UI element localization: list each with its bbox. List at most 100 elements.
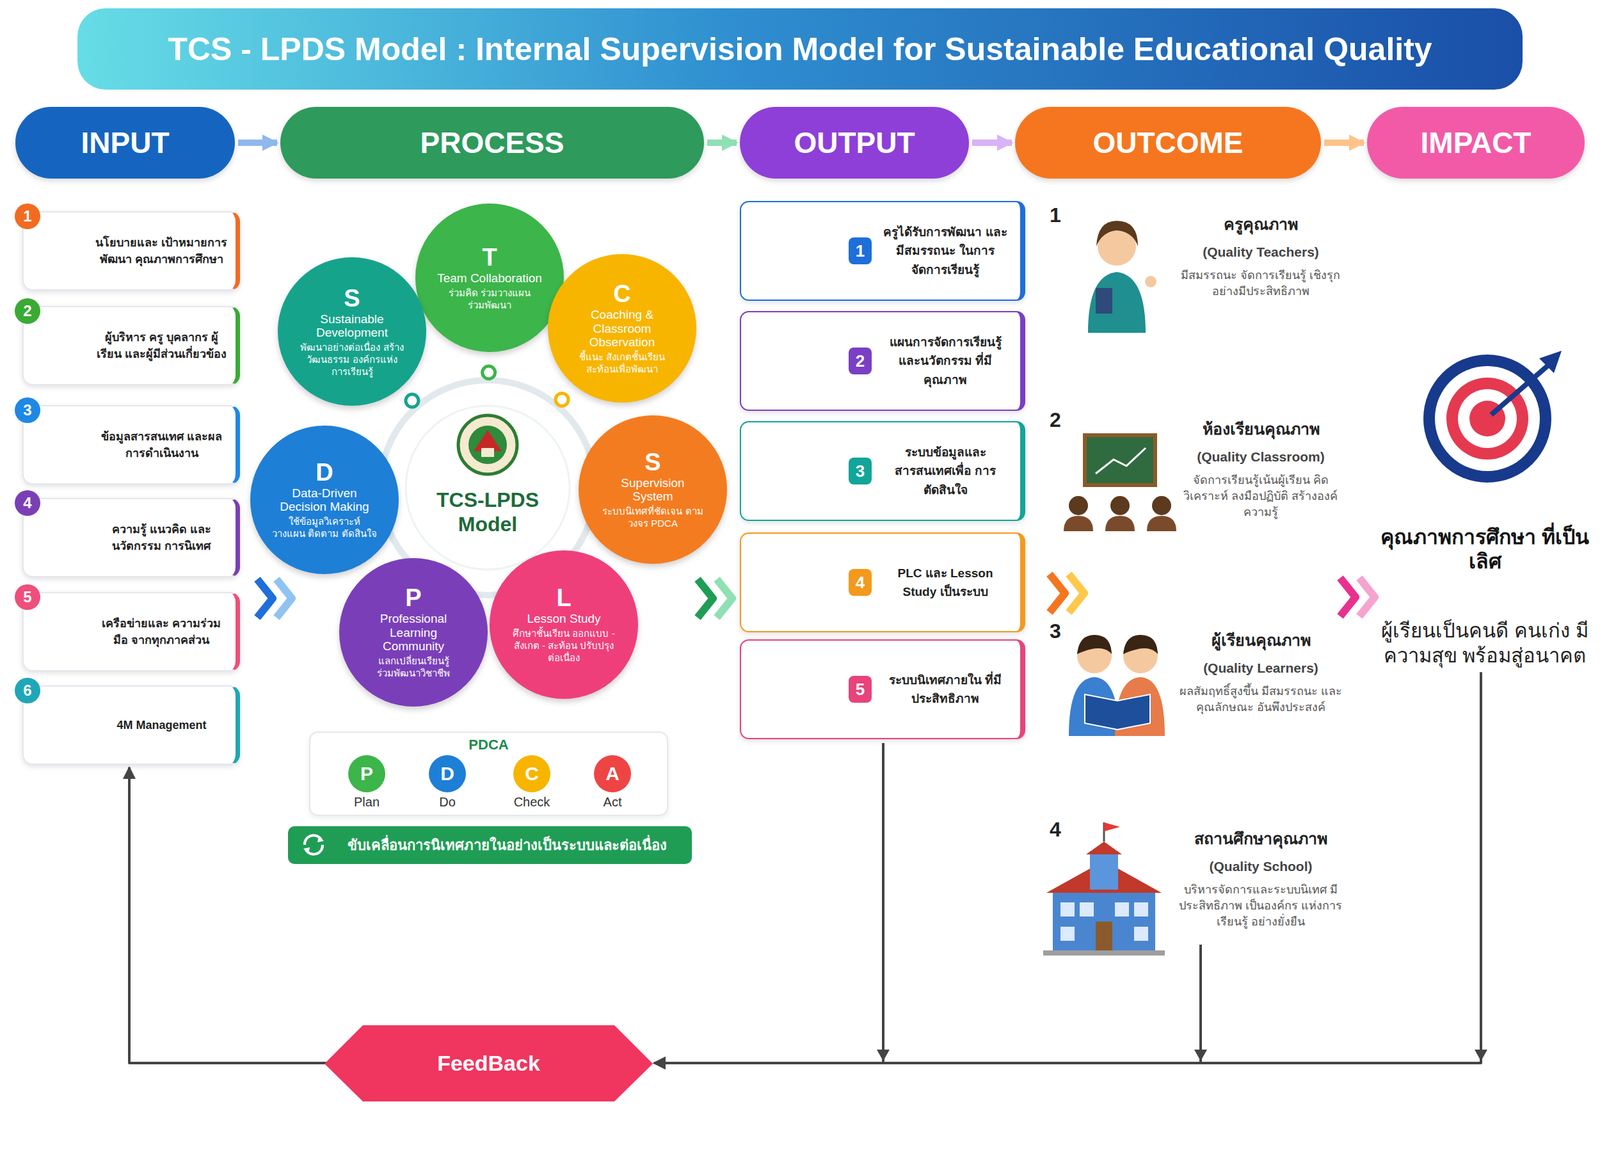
school-building bbox=[1089, 851, 1119, 890]
text-holder: ผู้เรียนคุณภาพ bbox=[1171, 627, 1351, 653]
text-holder: 2 bbox=[14, 298, 41, 324]
text-holder: 4 bbox=[1049, 817, 1062, 842]
bar-text: ขับเคลื่อนการนิเทศภายในอย่างเป็นระบบและต… bbox=[347, 837, 667, 854]
hdr-text: OUTPUT bbox=[793, 126, 915, 160]
outcome-item: 4สถานศึกษาคุณภาพ(Quality School)บริหารจั… bbox=[1049, 825, 1351, 941]
output-box: 1 ครูได้รับการพัฒนา และมีสมรรถนะ ในการจัด… bbox=[739, 200, 1026, 301]
text-holder: (Quality Learners) bbox=[1171, 660, 1351, 676]
text-holder: ขับเคลื่อนการนิเทศภายในอย่างเป็นระบบและต… bbox=[347, 833, 667, 857]
circ-text: Data-Driven Decision Making bbox=[279, 486, 369, 514]
column-chevron bbox=[257, 579, 273, 618]
oc-text: (Quality School) bbox=[1208, 858, 1312, 874]
text-holder: C bbox=[524, 762, 539, 785]
circ-text: ศึกษาชั้นเรียน ออกแบบ - สังเกต - สะท้อน … bbox=[512, 627, 615, 664]
stage-arrow bbox=[972, 139, 1012, 146]
text-holder: TCS-LPDS Model bbox=[426, 487, 549, 537]
text-holder: T bbox=[436, 244, 543, 272]
circ-text: ชี้แนะ สังเกตชั้นเรียน สะท้อนเพื่อพัฒนา bbox=[579, 351, 665, 375]
text-holder: S bbox=[599, 449, 706, 477]
stage-header: INPUT bbox=[15, 106, 235, 179]
box-icon bbox=[405, 394, 419, 408]
school-building bbox=[1060, 926, 1075, 941]
feedback-line bbox=[129, 767, 328, 1064]
circ-text: T bbox=[481, 243, 497, 271]
stage-arrow bbox=[1324, 139, 1364, 146]
model-center: TCS-LPDS Model bbox=[391, 391, 584, 584]
circ-text: Supervision System bbox=[620, 476, 685, 504]
outb-text: 4 bbox=[855, 572, 865, 593]
inb-text: 6 bbox=[23, 681, 32, 700]
box-icon bbox=[482, 366, 496, 379]
hdr-text: IMPACT bbox=[1420, 126, 1532, 160]
text-holder: ความรู้ แนวคิด และนวัตกรรม การนิเทศ bbox=[95, 520, 228, 555]
stage-arrow bbox=[238, 139, 278, 146]
text-holder: พัฒนาอย่างต่อเนื่อง สร้างวัฒนธรรม องค์กร… bbox=[298, 341, 406, 378]
title-text: TCS - LPDS Model : Internal Supervision … bbox=[167, 30, 1432, 68]
feedback-arrowhead bbox=[876, 1049, 1488, 1062]
oc-text: 3 bbox=[1049, 619, 1062, 643]
text-holder: ผลสัมฤทธิ์สูงขึ้น มีสมรรถนะ และคุณลักษณะ… bbox=[1171, 683, 1351, 716]
outb-text: ระบบนิเทศภายใน ที่มีประสิทธิภาพ bbox=[888, 673, 1002, 706]
text-holder: Lesson Study bbox=[510, 611, 617, 626]
target-icon bbox=[1434, 366, 1540, 472]
circ-text: ใช้ข้อมูลวิเคราะห์ วางแผน ติดตาม ตัดสินใ… bbox=[272, 515, 377, 539]
pc-text: A bbox=[605, 762, 620, 784]
text-holder: ระบบข้อมูลและ สารสนเทศเพื่อ การตัดสินใจ bbox=[879, 442, 1012, 500]
text-holder: Sustainable Development bbox=[298, 312, 406, 340]
outcome-item: 3ผู้เรียนคุณภาพ(Quality Learners)ผลสัมฤท… bbox=[1049, 627, 1351, 743]
school-building bbox=[1104, 822, 1120, 832]
text-holder: (Quality Teachers) bbox=[1171, 244, 1351, 260]
teacher-figure bbox=[1088, 272, 1146, 333]
imp-text: ผู้เรียนเป็นคนดี คนเก่ง มีความสุข พร้อมส… bbox=[1381, 619, 1588, 667]
target-icon bbox=[1423, 350, 1562, 483]
text-holder: ผู้เรียนเป็นคนดี คนเก่ง มีความสุข พร้อมส… bbox=[1376, 618, 1594, 669]
text-holder: ร่วมคิด ร่วมวางแผน ร่วมพัฒนา bbox=[436, 287, 543, 312]
pc-text: C bbox=[524, 762, 539, 784]
outb-text: แผนการจัดการเรียนรู้ และนวัตกรรม ที่มีคุ… bbox=[889, 335, 1002, 387]
text-holder: PROCESS bbox=[420, 125, 565, 160]
text-holder: Act bbox=[574, 794, 651, 810]
output-box: 2 แผนการจัดการเรียนรู้ และนวัตกรรม ที่มีค… bbox=[739, 311, 1026, 411]
text-holder: ผู้บริหาร ครู บุคลากร ผู้เรียน และผู้มีส… bbox=[95, 328, 228, 363]
hdr-text: PROCESS bbox=[420, 126, 565, 160]
fb-text: FeedBack bbox=[437, 1050, 541, 1076]
circ-text: Lesson Study bbox=[526, 611, 601, 626]
outb-text: 3 bbox=[855, 461, 865, 482]
input-box: 3ข้อมูลสารสนเทศ และผลการดำเนินงาน bbox=[22, 405, 240, 485]
classroom-figure bbox=[1146, 515, 1177, 532]
text-holder: 3 bbox=[14, 397, 41, 424]
process-circle: DData-Driven Decision Makingใช้ข้อมูลวิเ… bbox=[250, 425, 399, 575]
box-icon bbox=[555, 392, 569, 406]
school-building bbox=[1052, 889, 1156, 951]
students-figure bbox=[1068, 634, 1165, 736]
students-figure bbox=[1077, 634, 1112, 655]
school-building bbox=[1134, 926, 1149, 941]
text-holder: Plan bbox=[328, 794, 405, 810]
inb-text: 4M Management bbox=[116, 718, 207, 732]
text-holder: (Quality Classroom) bbox=[1171, 449, 1351, 465]
pdca-text: PDCA bbox=[468, 736, 509, 753]
text-holder: 4 bbox=[848, 568, 872, 596]
input-box: 64M Management bbox=[22, 685, 240, 765]
school-emblem bbox=[481, 448, 495, 457]
feedback-line bbox=[654, 944, 1201, 1064]
school-building bbox=[1134, 902, 1149, 917]
text-holder: L bbox=[510, 584, 617, 612]
oc-text: จัดการเรียนรู้เน้นผู้เรียน คิดวิเคราะห์ … bbox=[1183, 473, 1338, 519]
oc-text: มีสมรรถนะ จัดการเรียนรู้ เชิงรุกอย่างมีป… bbox=[1180, 268, 1341, 298]
text-holder: มีสมรรถนะ จัดการเรียนรู้ เชิงรุกอย่างมีป… bbox=[1171, 267, 1351, 300]
text-holder: Professional Learning Community bbox=[360, 611, 467, 653]
text-holder: Data-Driven Decision Making bbox=[271, 486, 378, 514]
target-icon bbox=[1491, 364, 1549, 415]
inb-text: ผู้บริหาร ครู บุคลากร ผู้เรียน และผู้มีส… bbox=[96, 330, 227, 361]
inb-text: 5 bbox=[23, 588, 32, 607]
pdca-panel: PPlanDDoCCheckAActPDCA bbox=[309, 731, 669, 816]
text-holder: Do bbox=[409, 794, 486, 810]
school-building bbox=[1114, 902, 1129, 917]
cycle-icon bbox=[299, 830, 328, 859]
outb-text: ครูได้รับการพัฒนา และมีสมรรถนะ ในการจัดก… bbox=[883, 225, 1007, 277]
text-holder: 1 bbox=[848, 237, 872, 265]
text-holder: 3 bbox=[1049, 619, 1062, 644]
text-holder: ครูได้รับการพัฒนา และมีสมรรถนะ ในการจัดก… bbox=[879, 222, 1012, 280]
outb-text: 2 bbox=[855, 351, 865, 372]
